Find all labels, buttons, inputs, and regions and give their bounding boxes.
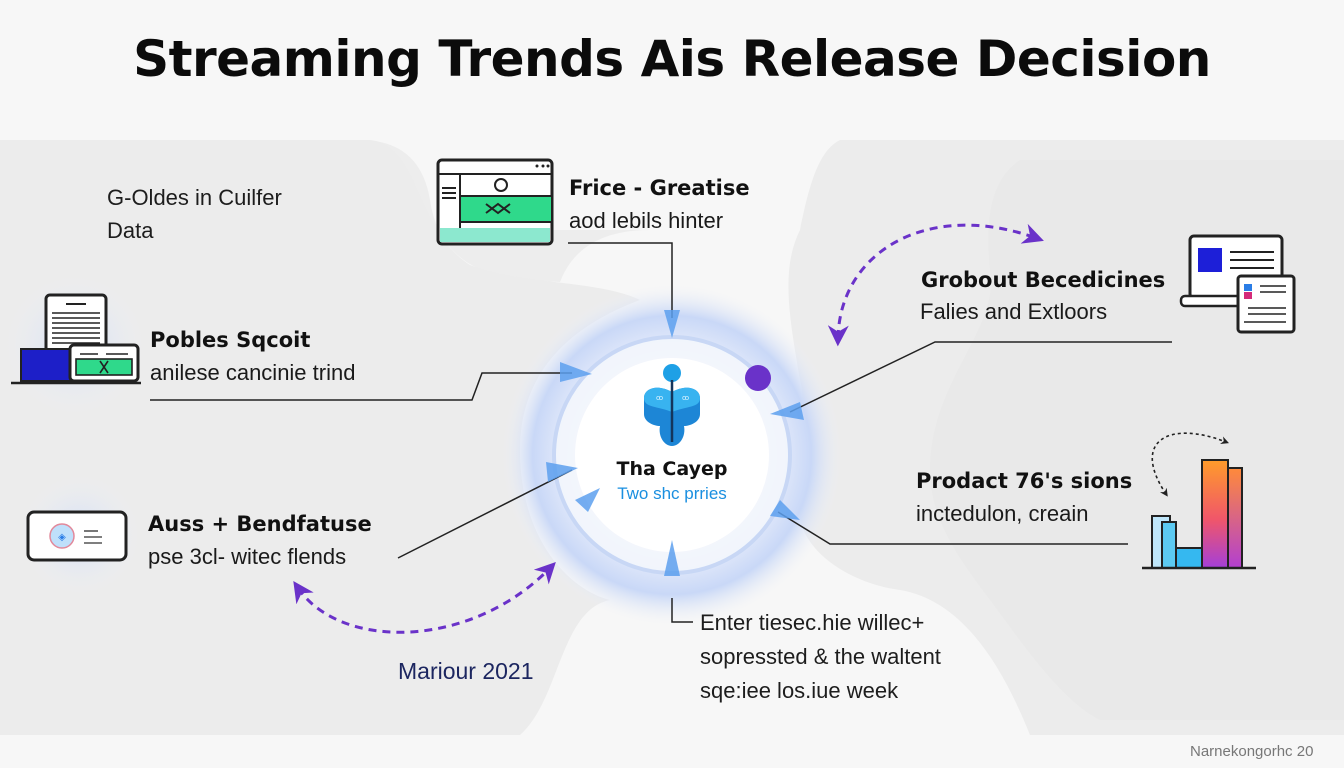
center-subtitle: Two shc prries xyxy=(617,484,727,503)
brain-hub-icon: ꝏ ꝏ xyxy=(644,364,700,446)
ring-arrowheads xyxy=(546,310,804,576)
laptop-document-icon xyxy=(1179,234,1296,334)
node-line: G-Oldes in Cuilfer xyxy=(107,185,282,210)
device-stack-icon xyxy=(11,293,141,385)
dashed-arrow-bottom-left xyxy=(293,561,556,634)
node-auss-heading: Auss + Bendfatuse xyxy=(148,512,372,536)
connector-lines xyxy=(150,242,1172,623)
svg-text:◈: ◈ xyxy=(58,532,66,543)
node-enter: Enter tiesec.hie willec+ sopressted & th… xyxy=(700,606,941,708)
node-data-source: G-Oldes in Cuilfer Data xyxy=(107,181,282,247)
browser-window-icon xyxy=(436,158,554,246)
node-product-heading: Prodact 76's sions xyxy=(916,469,1133,493)
node-auss-sub: pse 3cl- witec flends xyxy=(148,544,347,569)
node-line: Enter tiesec.hie willec+ xyxy=(700,610,925,635)
node-product-sub: inctedulon, creain xyxy=(916,501,1089,526)
node-price-heading: Frice - Greatise xyxy=(569,176,750,200)
node-price-sub: aod lebils hinter xyxy=(569,208,724,233)
id-card-icon: ◈ xyxy=(26,510,128,562)
dashed-arrow-chart xyxy=(1151,432,1229,497)
svg-text:ꝏ: ꝏ xyxy=(682,394,689,402)
node-line: Data xyxy=(107,218,154,243)
bar-chart-icon xyxy=(1142,459,1256,570)
svg-text:ꝏ: ꝏ xyxy=(656,394,663,402)
page-title: Streaming Trends Ais Release Decision xyxy=(133,30,1211,88)
node-line: sqe:iee los.iue week xyxy=(700,678,899,703)
node-groupout-sub: Falies and Extloors xyxy=(920,299,1108,324)
footer-watermark: Narnekongorhc 20 xyxy=(1190,743,1314,760)
date-annotation: Mariour 2021 xyxy=(398,658,534,684)
node-line: sopressted & the waltent xyxy=(700,644,941,669)
node-pobles-sub: anilese cancinie trind xyxy=(150,360,356,385)
node-pobles-heading: Pobles Sqcoit xyxy=(150,328,311,352)
dashed-arrow-top-right xyxy=(827,223,1044,347)
status-dot xyxy=(745,365,771,391)
node-groupout-heading: Grobout Becedicines xyxy=(921,268,1166,292)
center-title: Tha Cayep xyxy=(616,458,728,480)
